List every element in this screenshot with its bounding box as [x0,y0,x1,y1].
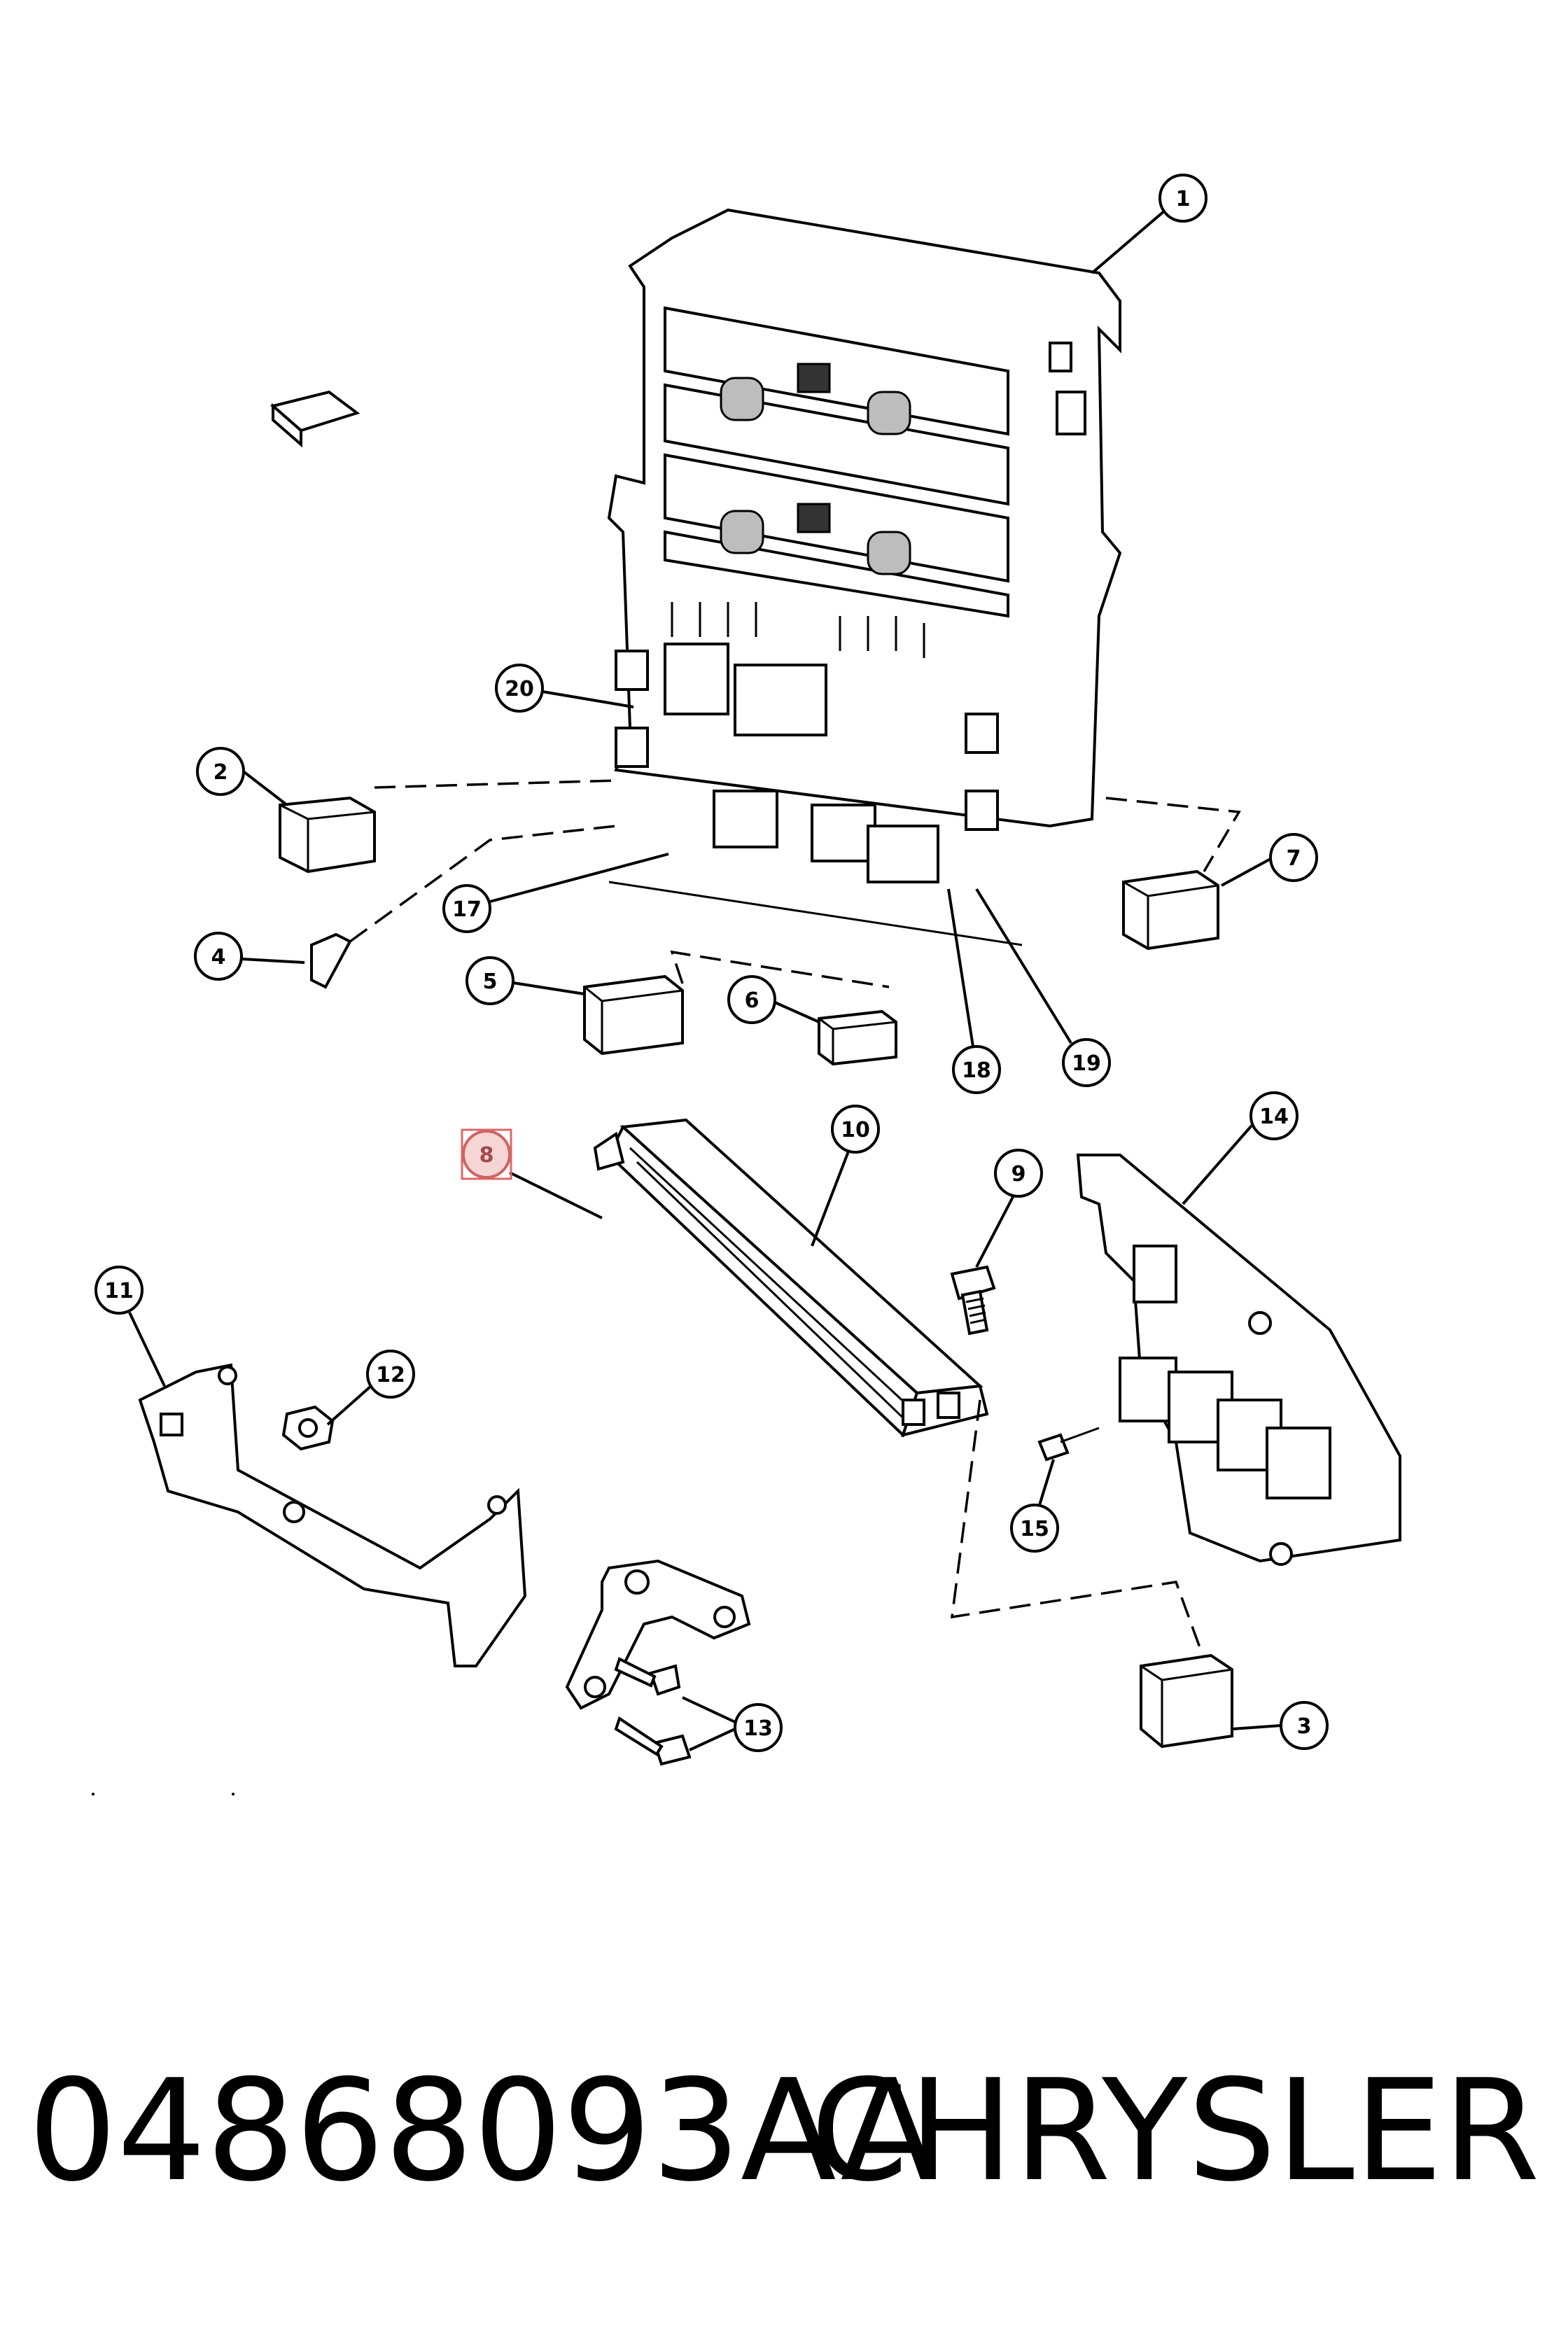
callout-3-label: 3 [1297,1714,1312,1739]
relay-3 [1140,1653,1233,1749]
callout-15-label: 15 [1020,1517,1049,1541]
callout-14-label: 14 [1259,1105,1289,1129]
part-number: 04868093AA [28,2050,937,2213]
callout-7: 7 [1221,833,1318,887]
callout-1-label: 1 [1176,187,1191,211]
callout-6-label: 6 [745,988,760,1013]
callout-1: 1 [1091,174,1208,274]
assembly-line-2 [374,779,617,789]
callout-12-label: 12 [376,1363,405,1387]
assembly-line-3 [950,1399,1205,1660]
fuse-4 [310,932,352,989]
relay-2 [279,796,376,874]
bracket-11 [138,1363,527,1667]
callout-13: 13 [682,1696,783,1752]
assembly-line-7 [1105,797,1241,872]
relay-6 [818,1009,897,1066]
callout-2-label: 2 [214,760,228,785]
bolt-13b [614,1716,692,1766]
screw-15 [1037,1427,1100,1462]
mini-fuse-top [270,390,360,448]
relay-bracket-14 [1076,1154,1401,1566]
callout-20: 20 [495,664,634,713]
relay-5 [583,974,684,1056]
callout-8: 8 [461,1128,603,1219]
callout-17-label: 17 [452,897,482,922]
callout-11: 11 [94,1266,166,1387]
callout-20-label: 20 [505,677,534,701]
brace-13 [565,1559,751,1710]
callout-18: 18 [947,888,1001,1094]
nut-12 [281,1405,335,1451]
callout-8-label: 8 [479,1143,494,1168]
callout-7-label: 7 [1287,846,1301,871]
callout-11-label: 11 [104,1279,134,1303]
assembly-line-5 [670,950,890,988]
callout-15: 15 [1010,1459,1059,1553]
callout-9-label: 9 [1011,1162,1026,1186]
callout-2: 2 [196,747,288,806]
callout-12: 12 [326,1350,415,1426]
callout-5-label: 5 [483,969,498,994]
callout-10: 10 [811,1105,880,1247]
bolt-13a [614,1657,681,1696]
relay-7 [1122,869,1219,951]
callout-8-circle [462,1130,511,1179]
callout-10-label: 10 [841,1118,870,1142]
callout-3: 3 [1231,1701,1329,1750]
brand-name: CHRYSLER [810,2050,1540,2213]
callout-19-label: 19 [1072,1051,1101,1076]
callout-4: 4 [194,932,305,981]
callout-9: 9 [975,1149,1043,1268]
callout-6: 6 [727,975,820,1024]
part-caption: 04868093AA CHRYSLER [28,2044,1540,2219]
speck-1 [92,1793,94,1795]
callout-4-label: 4 [211,945,226,969]
speck-2 [232,1793,234,1795]
callout-17: 17 [442,853,669,933]
callout-14: 14 [1182,1091,1298,1205]
callout-18-label: 18 [962,1058,991,1083]
junction-block-housing [607,208,1122,946]
assembly-line-4 [349,825,617,943]
callout-19: 19 [975,888,1111,1087]
callout-5: 5 [465,956,585,1005]
bolt-9 [950,1265,996,1336]
junction-block-cover [593,1118,989,1438]
callout-13-label: 13 [743,1716,773,1741]
